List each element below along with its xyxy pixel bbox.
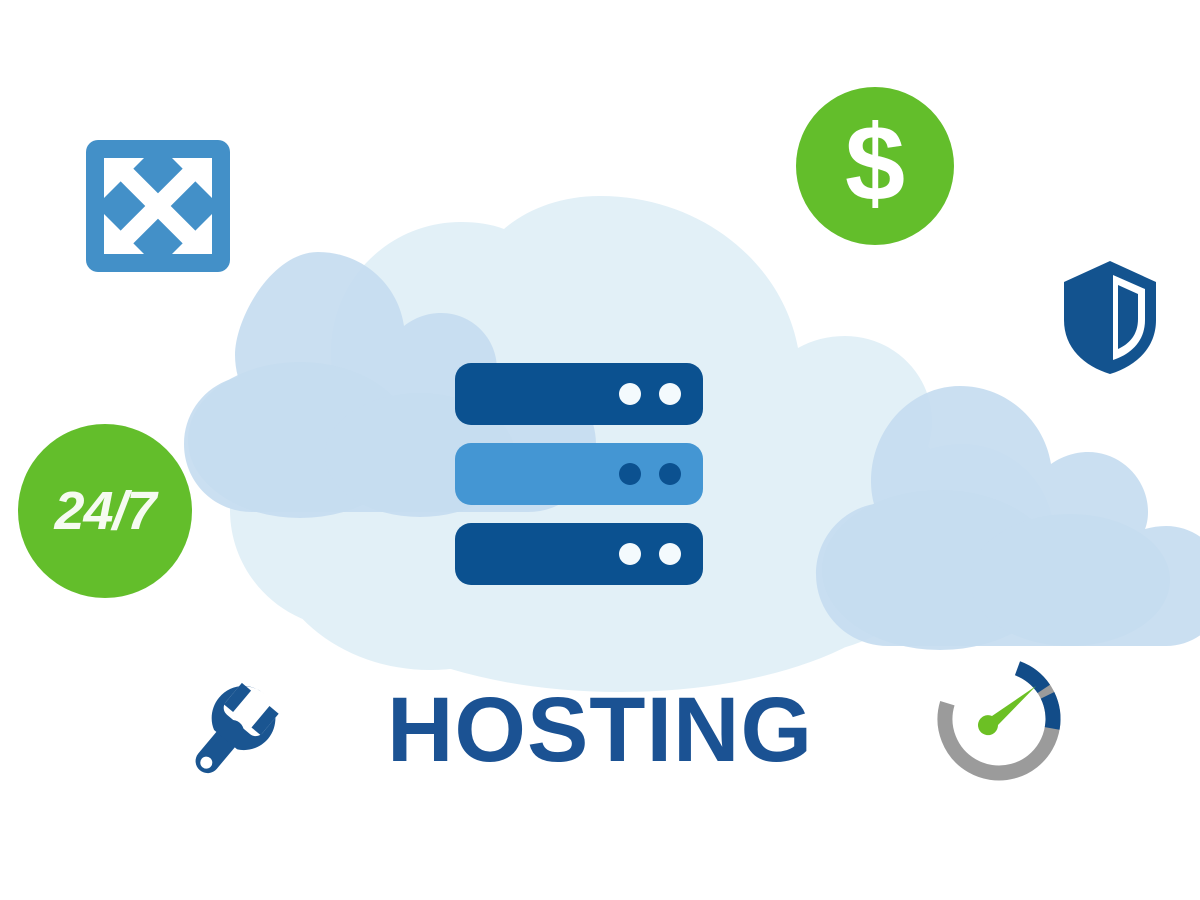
server-led-indicator — [619, 463, 641, 485]
security-shield-icon — [1064, 261, 1156, 374]
server-led-indicator — [619, 543, 641, 565]
uptime-badge: 24/7 — [18, 424, 192, 598]
server-led-indicator — [659, 543, 681, 565]
uptime-badge-label: 24/7 — [54, 481, 156, 541]
server-bar-bottom — [455, 523, 703, 585]
server-stack — [455, 363, 703, 585]
performance-gauge-icon — [937, 657, 1061, 781]
scalability-icon — [86, 140, 230, 272]
cloud-right-small — [816, 386, 1200, 650]
server-led-indicator — [659, 383, 681, 405]
maintenance-wrench-icon — [195, 682, 279, 774]
page-title: HOSTING — [386, 679, 814, 781]
server-led-indicator — [619, 383, 641, 405]
gauge-arc-segment — [937, 657, 1061, 781]
gauge-arc-segment — [937, 657, 1061, 781]
server-bar-middle — [455, 443, 703, 505]
gauge-needle — [978, 686, 1036, 736]
four-way-arrow-glyph — [104, 158, 212, 254]
pricing-badge: $ — [796, 87, 954, 245]
server-led-indicator — [659, 463, 681, 485]
wrench-glyph — [195, 682, 279, 774]
server-bar-top — [455, 363, 703, 425]
pricing-badge-label: $ — [844, 102, 906, 223]
